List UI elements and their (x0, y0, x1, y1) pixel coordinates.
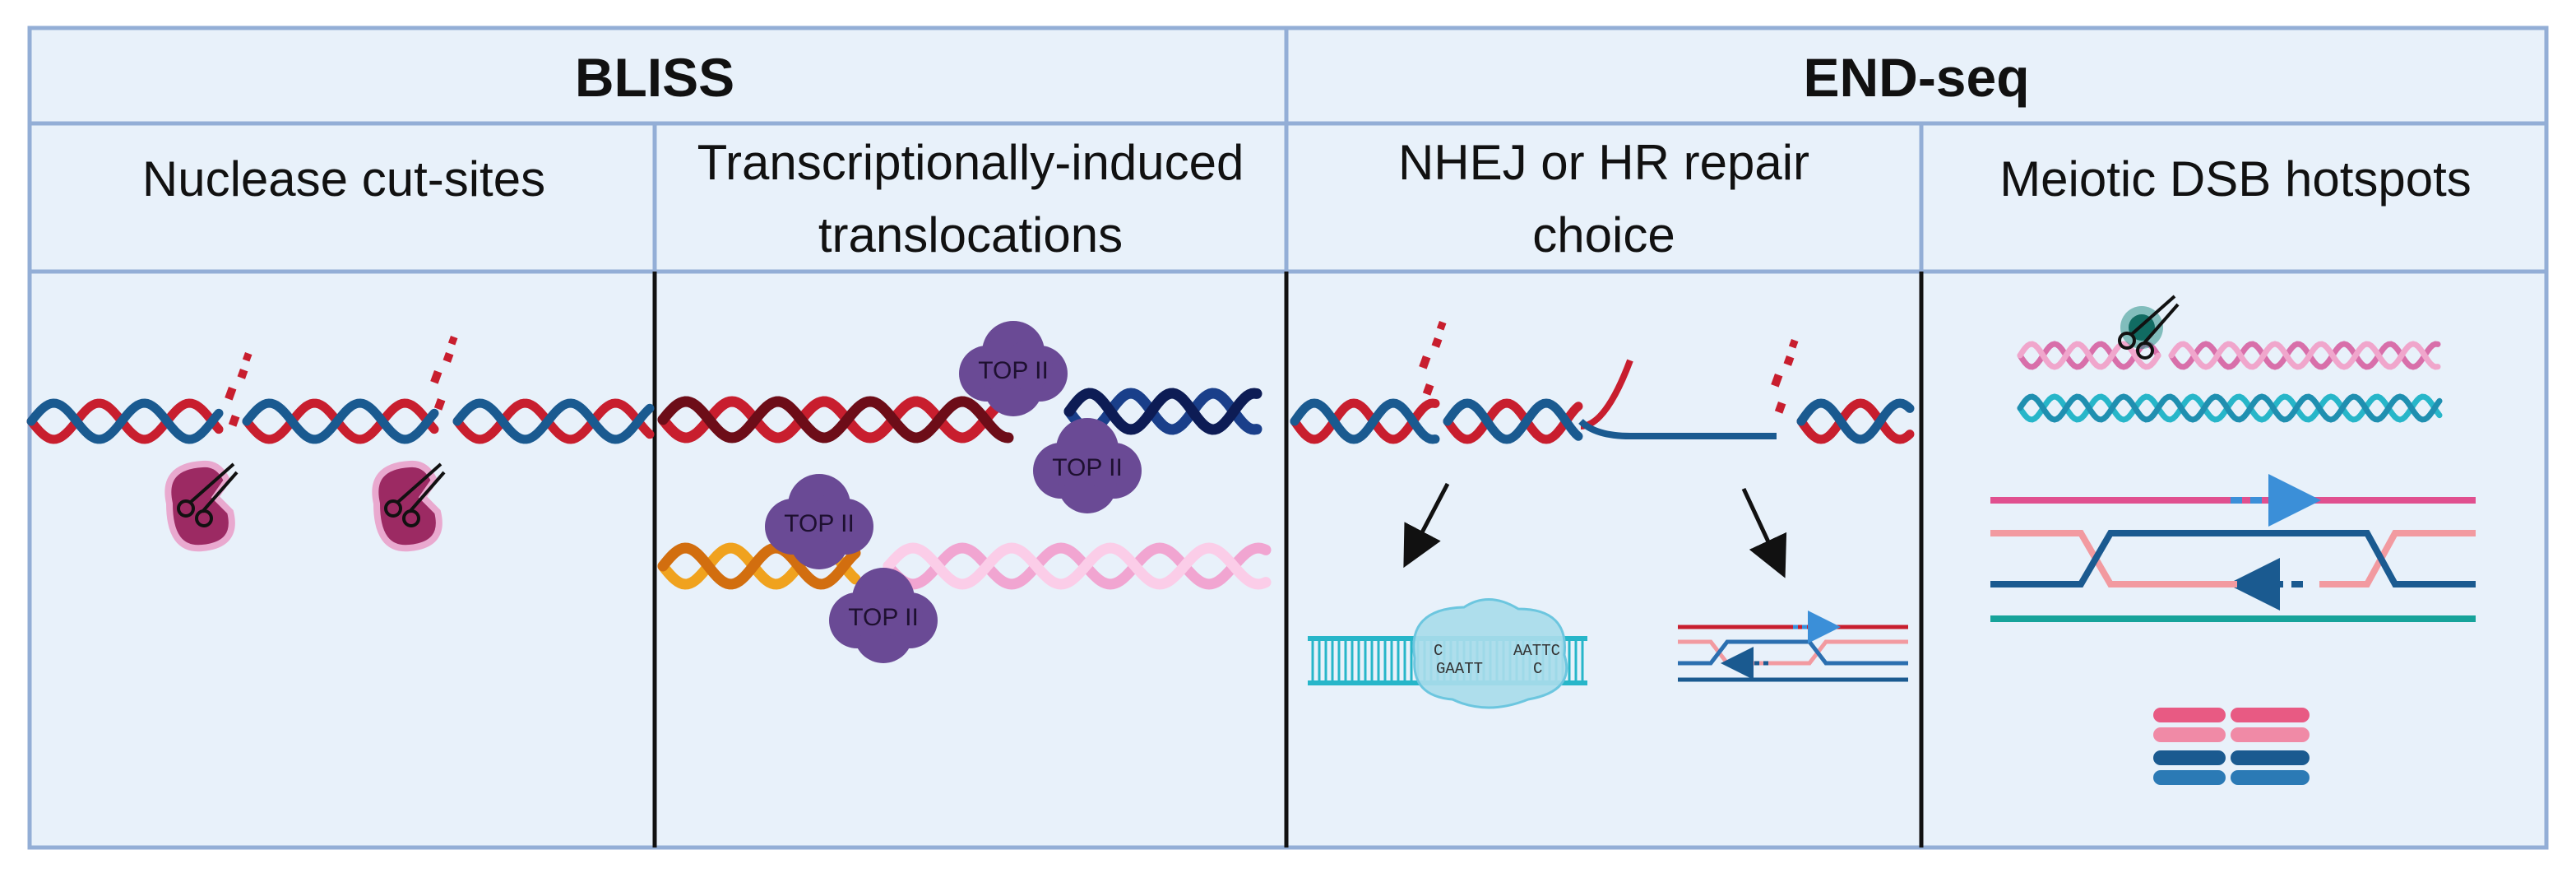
method-header-bliss: BLISS (575, 47, 734, 108)
dna-strand (2017, 393, 2443, 423)
dna-strand (1796, 398, 1915, 444)
topoisomerase-label: TOP II (978, 357, 1049, 384)
dna-strand (883, 542, 1272, 590)
dna-helix (2017, 393, 2443, 423)
single-strand-overhang (1578, 419, 1777, 439)
dna-strand (2168, 341, 2441, 370)
ku-complex-icon (1412, 598, 1568, 709)
method-header-endseq: END-seq (1803, 47, 2029, 108)
dna-helix (26, 398, 224, 444)
dna-helix (242, 398, 439, 444)
topoisomerase-ii-icon: TOP II (1033, 418, 1142, 513)
topoisomerase-label: TOP II (1052, 454, 1123, 481)
panel-nuclease-cut-sites (26, 336, 655, 552)
nuclease-enzyme (164, 460, 235, 552)
dna-end-label: C (1533, 660, 1542, 678)
application-nuclease: Nuclease cut-sites (142, 151, 545, 207)
dna-helix (2017, 341, 2161, 370)
dna-strand (1290, 398, 1440, 444)
dna-strand (657, 396, 1014, 444)
dna-strand (1063, 388, 1263, 435)
break-fragments (430, 336, 458, 411)
panel-transcription-translocations: TOP II TOP II TOP II TOP II (657, 321, 1272, 663)
dna-strand (1443, 398, 1583, 444)
topoisomerase-ii-icon: TOP II (829, 568, 938, 663)
chromosome-icon (2153, 708, 2310, 785)
arrow-icon (1403, 482, 1450, 569)
topoisomerase-ii-icon: TOP II (959, 321, 1068, 416)
dna-strand (26, 398, 224, 444)
topoisomerase-label: TOP II (784, 510, 855, 537)
dna-helix (1290, 398, 1440, 444)
nuclease-body (164, 460, 235, 552)
dna-strand (657, 542, 861, 590)
dna-strand (1796, 398, 1915, 444)
application-repair-line2: choice (1532, 207, 1675, 262)
dna-helix (883, 542, 1272, 590)
break-fragments (1419, 320, 1447, 396)
application-meiotic: Meiotic DSB hotspots (1999, 151, 2472, 207)
break-fragments (225, 352, 253, 427)
dna-helix (657, 396, 1014, 444)
break-fragments (1771, 339, 1799, 414)
application-transcription-line2: translocations (818, 207, 1123, 262)
application-transcription-line1: Transcriptionally-induced (697, 135, 1244, 190)
scissors-icon (177, 462, 239, 527)
dna-strand (883, 542, 1272, 590)
topoisomerase-label: TOP II (848, 604, 919, 631)
panel-meiotic-hotspots (1990, 295, 2476, 785)
dna-helix (2168, 341, 2441, 370)
dna-helix (452, 398, 655, 444)
topoisomerase-ii-icon: TOP II (765, 474, 873, 569)
dna-strand (452, 398, 655, 444)
panel-dividers (652, 272, 1924, 848)
application-repair-line1: NHEJ or HR repair (1398, 135, 1809, 190)
dna-strand (1443, 398, 1583, 444)
dna-strand (452, 398, 655, 444)
dna-end-label: C (1434, 642, 1443, 660)
nuclease-body (372, 460, 442, 552)
dna-strand (657, 396, 1014, 444)
dna-strand (242, 398, 439, 444)
recombination-intermediate (1990, 474, 2476, 622)
dna-strand (242, 398, 439, 444)
nuclease-enzyme (372, 460, 442, 552)
dna-helix (1443, 398, 1583, 444)
dna-end-label: GAATT (1436, 660, 1483, 678)
dna-helix (1796, 398, 1915, 444)
arrow-icon (1741, 487, 1787, 578)
scissors-icon (2118, 295, 2180, 360)
dna-strand (2017, 341, 2161, 370)
dna-strand (26, 398, 224, 444)
dna-end-label: AATTC (1513, 642, 1560, 660)
hr-intermediate (1678, 611, 1908, 682)
scissors-icon (384, 462, 446, 527)
